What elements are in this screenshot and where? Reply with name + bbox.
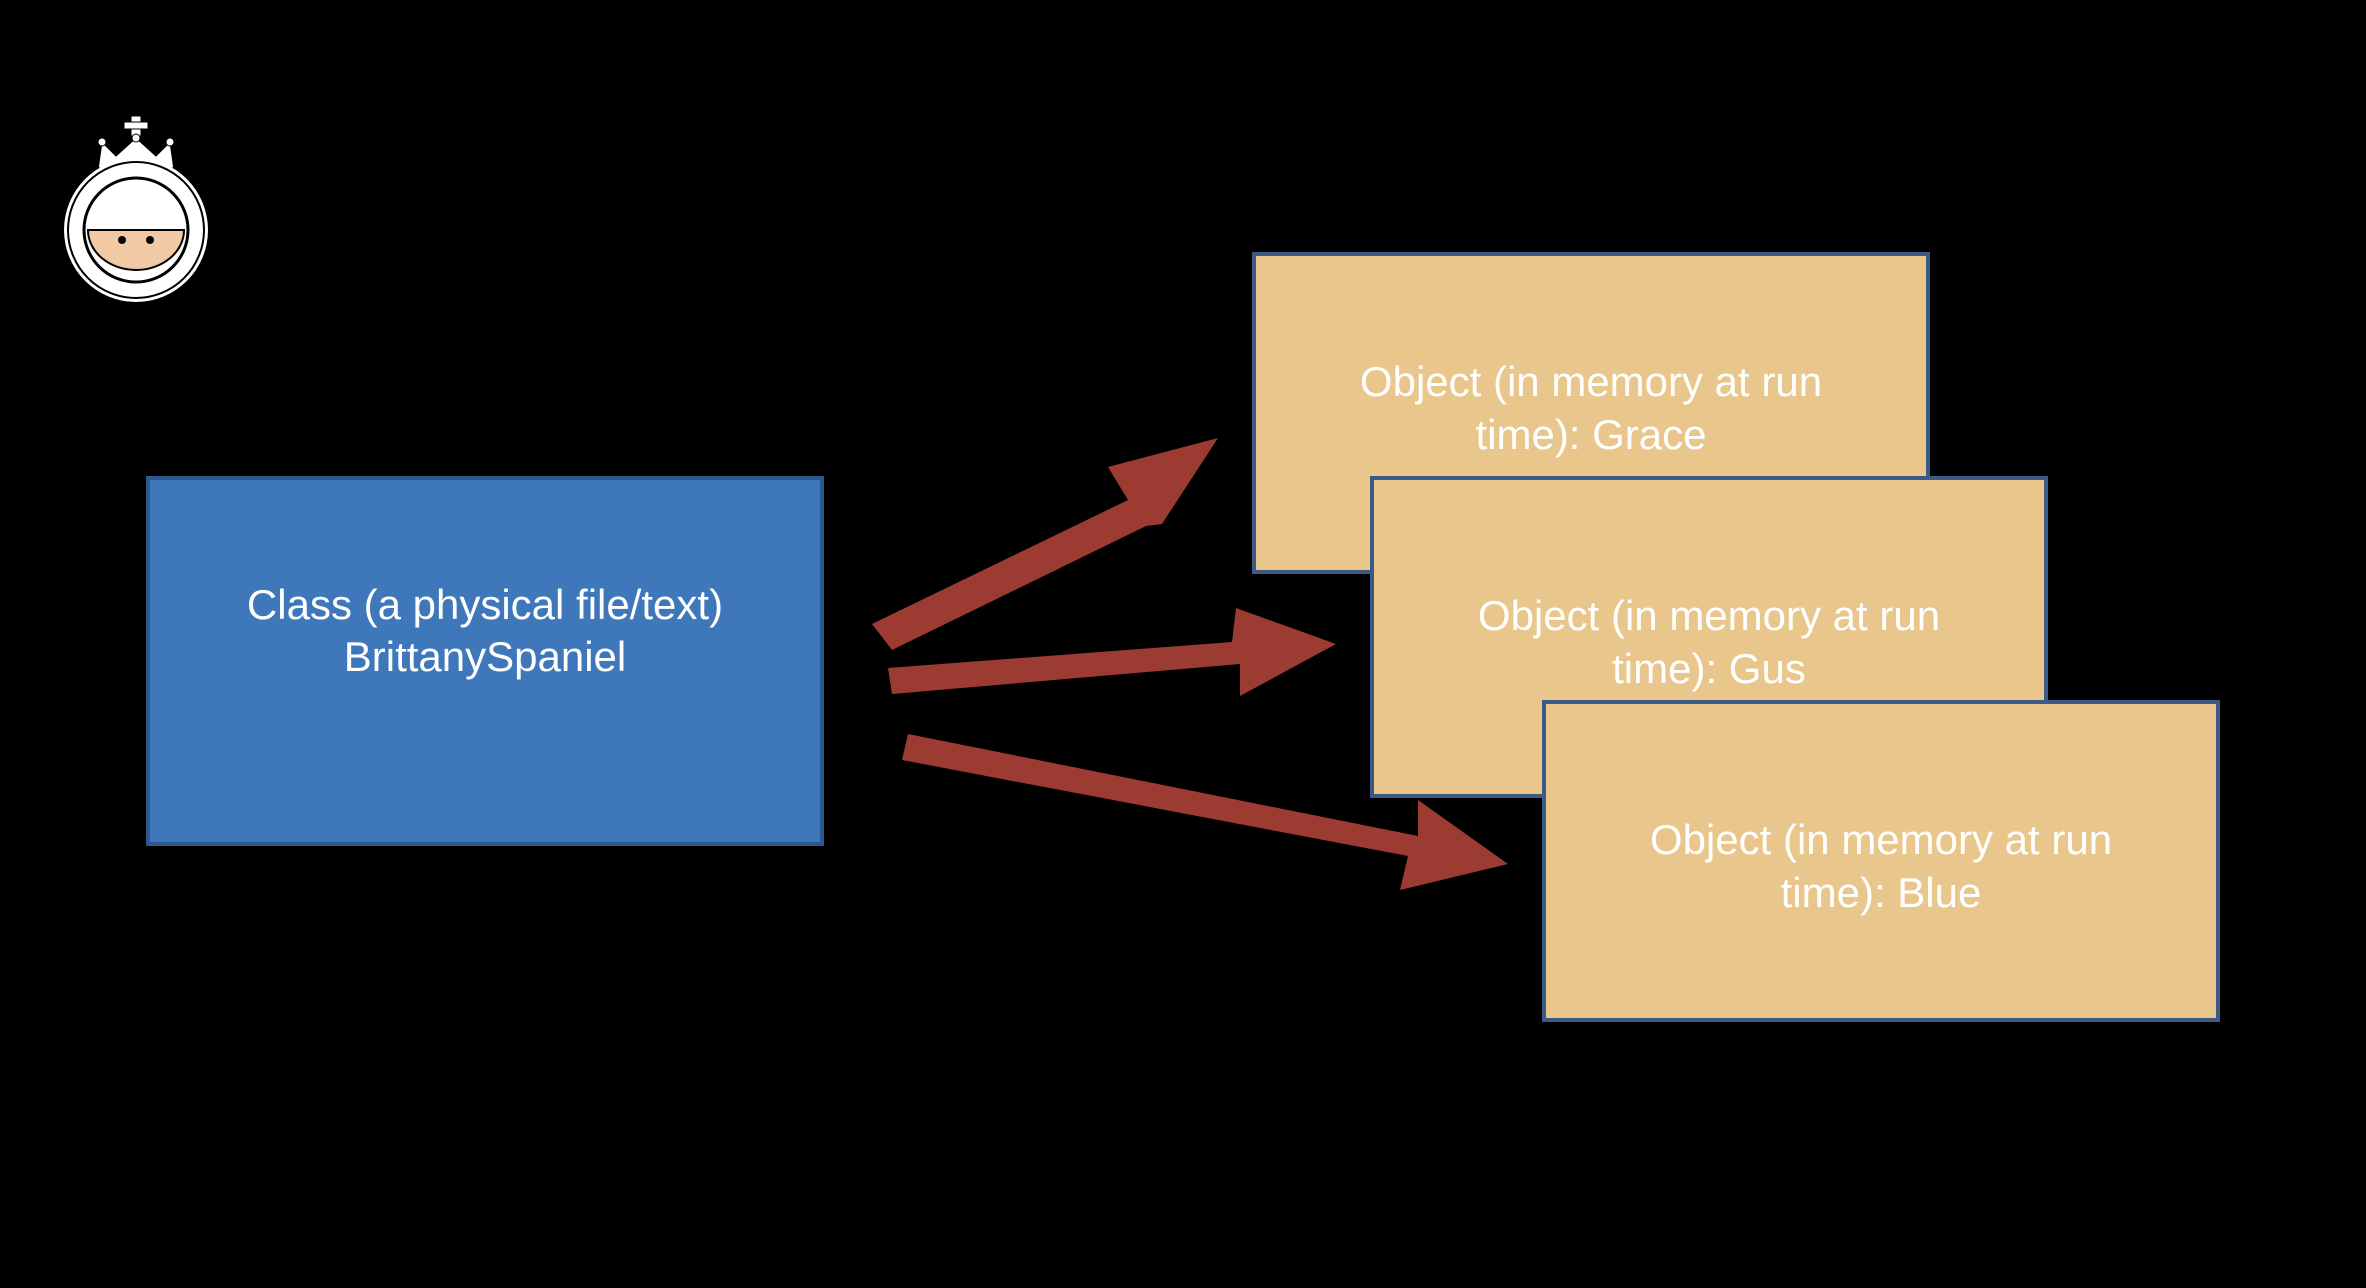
object-box-line2: time): Gus — [1612, 644, 1806, 692]
object-box-line2: time): Grace — [1475, 410, 1707, 458]
logo-text-ministry: MINISTRY — [36, 207, 68, 291]
class-box: Class (a physical file/text) BrittanySpa… — [146, 476, 824, 846]
arrow-to-gus — [888, 608, 1336, 696]
object-box-blue: Object (in memory at run time): Blue — [1542, 700, 2220, 1022]
svg-text:MINISTRY: MINISTRY — [36, 207, 69, 291]
object-box-line1: Object (in memory at run — [1359, 358, 1823, 405]
class-box-text: Class (a physical file/text) BrittanySpa… — [247, 579, 723, 684]
object-box-line1: Object (in memory at run — [1649, 816, 2113, 863]
object-box-line2: time): Blue — [1780, 868, 1982, 916]
ministry-of-testing-logo: MINISTRY OF TESTING — [36, 115, 236, 302]
object-box-text: Object (in memory at run time): Grace — [1360, 356, 1822, 461]
object-box-line1: Object (in memory at run — [1477, 592, 1941, 639]
object-box-text: Object (in memory at run time): Blue — [1650, 814, 2112, 919]
object-box-text: Object (in memory at run time): Gus — [1478, 590, 1940, 695]
class-box-line1: Class (a physical file/text) — [246, 580, 724, 628]
face-icon — [86, 229, 186, 271]
class-box-line2: BrittanySpaniel — [343, 633, 627, 680]
arrow-to-grace — [872, 438, 1218, 650]
